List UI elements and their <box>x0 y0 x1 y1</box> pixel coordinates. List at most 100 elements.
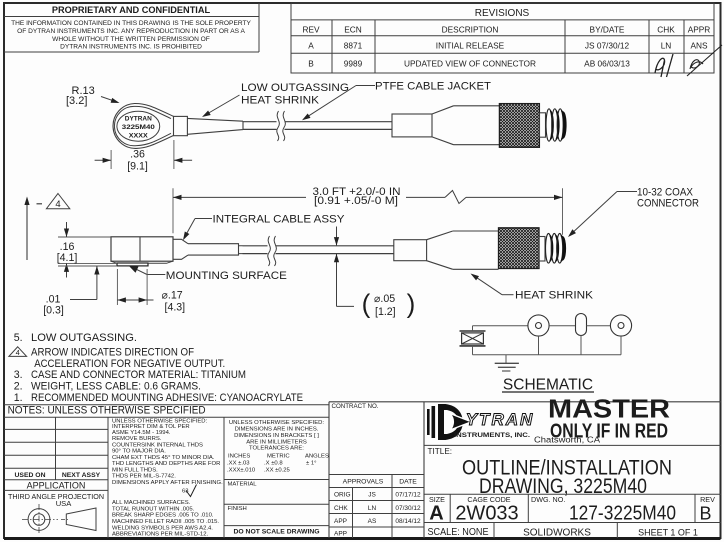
svg-text:2W033: 2W033 <box>455 503 518 525</box>
svg-text:SHEET 1 OF 1: SHEET 1 OF 1 <box>638 527 698 537</box>
svg-text:(: ( <box>362 289 371 319</box>
svg-text:TOTAL RUNOUT WITHIN .005.: TOTAL RUNOUT WITHIN .005. <box>112 506 195 512</box>
svg-text:INCHES: INCHES <box>228 454 250 460</box>
svg-text:UNLESS OTHERWISE SPECIFIED:: UNLESS OTHERWISE SPECIFIED: <box>229 420 325 426</box>
svg-text:3.0 FT +2.0/-0 IN: 3.0 FT +2.0/-0 IN <box>313 186 401 198</box>
svg-text:A: A <box>308 41 314 51</box>
svg-text:MACHINED FILLET RADII .005 TO: MACHINED FILLET RADII .005 TO .015. <box>112 519 219 525</box>
svg-text:B: B <box>308 59 314 69</box>
svg-text:CHK: CHK <box>334 505 348 512</box>
svg-text:[3.2]: [3.2] <box>66 95 87 107</box>
svg-text:NOTES: UNLESS OTHERWISE SPECIF: NOTES: UNLESS OTHERWISE SPECIFIED <box>8 405 206 417</box>
svg-text:DIMENSIONS ARE IN INCHES.: DIMENSIONS ARE IN INCHES. <box>235 427 319 433</box>
svg-text:ANGLES: ANGLES <box>305 454 329 460</box>
svg-text:DIMENSIONS APPLY AFTER FINISHI: DIMENSIONS APPLY AFTER FINISHING. <box>112 480 223 486</box>
svg-text:DATE: DATE <box>399 479 417 486</box>
svg-text:08/14/12: 08/14/12 <box>395 518 421 525</box>
svg-text:LOW OUTGASSING: LOW OUTGASSING <box>241 82 349 94</box>
svg-text:WEIGHT, LESS CABLE: 0.6 GRAMS.: WEIGHT, LESS CABLE: 0.6 GRAMS. <box>31 381 201 393</box>
svg-text:OF DYTRAN INSTRUMENTS INC. AN: OF DYTRAN INSTRUMENTS INC. ANY REPRODUCT… <box>17 28 245 35</box>
svg-text:ORIG: ORIG <box>334 492 351 499</box>
svg-text:B: B <box>699 504 711 524</box>
svg-text:AB 06/03/13: AB 06/03/13 <box>584 59 630 69</box>
svg-text:RECOMMENDED MOUNTING ADHESIVE:: RECOMMENDED MOUNTING ADHESIVE: CYANOACRY… <box>31 392 303 404</box>
svg-text:A: A <box>429 503 443 525</box>
svg-text:HEAT SHRINK: HEAT SHRINK <box>241 94 320 106</box>
svg-text:127-3225M40: 127-3225M40 <box>569 503 676 525</box>
svg-text:MATERIAL: MATERIAL <box>228 481 258 487</box>
svg-text:APP: APP <box>334 531 347 538</box>
svg-text:.36: .36 <box>130 148 145 160</box>
svg-text:07/30/12: 07/30/12 <box>395 505 421 512</box>
svg-text:TOLERANCES ARE:: TOLERANCES ARE: <box>249 446 304 452</box>
svg-text:USA: USA <box>56 499 73 508</box>
svg-text:MASTER: MASTER <box>548 394 670 424</box>
svg-text:DIMENSIONS IN BRACKETS [ ]: DIMENSIONS IN BRACKETS [ ] <box>234 433 319 439</box>
svg-text:DYTRAN INSTRUMENTS INC. IS PRO: DYTRAN INSTRUMENTS INC. IS PROHIBITED <box>60 44 202 51</box>
svg-text:MOUNTING SURFACE: MOUNTING SURFACE <box>166 270 287 282</box>
svg-text:USED ON: USED ON <box>15 472 46 479</box>
svg-text:AS: AS <box>368 518 377 525</box>
svg-text:BY/DATE: BY/DATE <box>590 24 625 34</box>
svg-text:[0.91 +.05/-0 M]: [0.91 +.05/-0 M] <box>314 195 398 207</box>
svg-text:REMOVE BURRS.: REMOVE BURRS. <box>112 436 162 442</box>
svg-text:WHOLE WITHOUT THE WRITTEN PERM: WHOLE WITHOUT THE WRITTEN PERMISSION OF <box>52 36 210 43</box>
svg-text:⌀.05: ⌀.05 <box>374 293 395 305</box>
svg-text:[1.2]: [1.2] <box>375 306 396 318</box>
svg-text:ECN: ECN <box>344 24 362 34</box>
svg-text:APPR: APPR <box>688 24 711 34</box>
svg-text:.01: .01 <box>46 294 61 306</box>
svg-text:REV: REV <box>302 24 320 34</box>
svg-text:9989: 9989 <box>344 59 363 69</box>
svg-text:INITIAL RELEASE: INITIAL RELEASE <box>436 41 505 51</box>
svg-text:SCALE: NONE: SCALE: NONE <box>428 527 489 538</box>
svg-text:APPROVALS: APPROVALS <box>343 479 384 486</box>
svg-text:WELDING SYMBOLS PER AWS A2.4.: WELDING SYMBOLS PER AWS A2.4. <box>112 525 213 531</box>
svg-text:METRIC: METRIC <box>267 454 290 460</box>
svg-text:⌀.17: ⌀.17 <box>162 289 183 301</box>
svg-text:NEXT ASSY: NEXT ASSY <box>62 472 101 479</box>
svg-text:SOLIDWORKS: SOLIDWORKS <box>523 527 591 538</box>
svg-text:BREAK SHARP EDGES .005 TO .010: BREAK SHARP EDGES .005 TO .010. <box>112 513 214 519</box>
svg-text:CAGE CODE: CAGE CODE <box>467 495 510 504</box>
svg-text:CASE AND CONNECTOR MATERIAL: T: CASE AND CONNECTOR MATERIAL: TITANIUM <box>31 369 246 381</box>
svg-text:INTERPRET DIM & TOL PER: INTERPRET DIM & TOL PER <box>112 424 190 430</box>
svg-text:Chatsworth, CA: Chatsworth, CA <box>534 436 601 445</box>
svg-text:5.: 5. <box>14 332 23 344</box>
svg-text:UNLESS OTHERWISE SPECIFIED:: UNLESS OTHERWISE SPECIFIED: <box>112 419 208 425</box>
svg-text:07/17/12: 07/17/12 <box>395 492 421 499</box>
svg-text:ASME Y14.5M - 1994.: ASME Y14.5M - 1994. <box>112 430 171 436</box>
svg-text:THIRD ANGLE PROJECTION: THIRD ANGLE PROJECTION <box>8 492 104 501</box>
svg-text:THDS PER MIL-S-7742.: THDS PER MIL-S-7742. <box>112 474 176 480</box>
svg-text:.XX ±0.25: .XX ±0.25 <box>264 468 291 474</box>
svg-text:2.: 2. <box>14 381 23 393</box>
svg-text:CONTRACT NO.: CONTRACT NO. <box>332 403 379 410</box>
svg-text:90° TO MAJOR DIA.: 90° TO MAJOR DIA. <box>112 449 166 455</box>
svg-text:YTRAN: YTRAN <box>466 410 535 429</box>
svg-text:LOW OUTGASSING.: LOW OUTGASSING. <box>31 332 137 344</box>
svg-text:[9.1]: [9.1] <box>127 161 148 173</box>
svg-text:4: 4 <box>55 199 60 210</box>
svg-text:PTFE CABLE JACKET: PTFE CABLE JACKET <box>375 81 491 93</box>
svg-text:JS 07/30/12: JS 07/30/12 <box>585 41 630 51</box>
svg-text:): ) <box>407 289 416 319</box>
svg-text:DO NOT SCALE DRAWING: DO NOT SCALE DRAWING <box>233 529 319 536</box>
svg-text:[4.3]: [4.3] <box>165 301 186 313</box>
svg-text:ACCELERATION FOR NEGATIVE OUTP: ACCELERATION FOR NEGATIVE OUTPUT. <box>34 358 225 370</box>
svg-text:DYTRAN: DYTRAN <box>125 116 152 123</box>
svg-text:LN: LN <box>661 41 672 51</box>
svg-text:ANS: ANS <box>690 41 708 51</box>
svg-text:± 1°: ± 1° <box>306 461 317 467</box>
svg-text:1.: 1. <box>14 392 23 404</box>
svg-text:CHAM EXT THDS 45° TO MINOR DIA: CHAM EXT THDS 45° TO MINOR DIA. <box>112 455 215 461</box>
svg-text:.XX ±.03: .XX ±.03 <box>227 461 250 467</box>
svg-text:ABBREVIATIONS PER MIL-STD-12.: ABBREVIATIONS PER MIL-STD-12. <box>112 532 208 538</box>
svg-text:4: 4 <box>16 348 20 357</box>
svg-text:CHK: CHK <box>657 24 675 34</box>
svg-text:ALL MACHINED SURFACES.: ALL MACHINED SURFACES. <box>112 500 191 506</box>
svg-text:3.: 3. <box>14 369 23 381</box>
svg-text:THD LENGTHS AND DEPTHS ARE FOR: THD LENGTHS AND DEPTHS ARE FOR <box>112 461 220 467</box>
svg-text:REVISIONS: REVISIONS <box>475 8 530 19</box>
svg-text:63: 63 <box>182 489 189 495</box>
svg-text:ARROW INDICATES DIRECTION OF: ARROW INDICATES DIRECTION OF <box>31 346 194 358</box>
